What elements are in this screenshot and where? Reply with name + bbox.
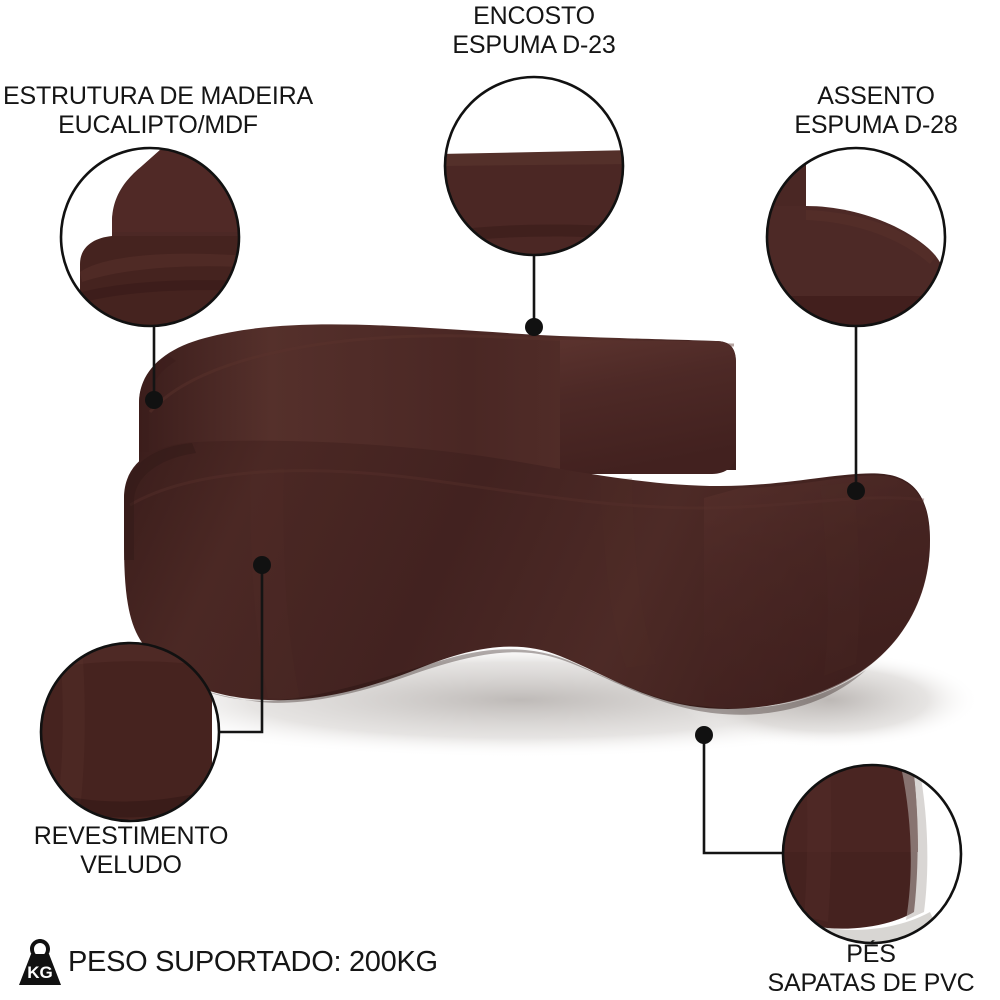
callout-label-pes: PÉS SAPATAS DE PVC [767, 940, 975, 997]
callout-label-estrutura: ESTRUTURA DE MADEIRA EUCALIPTO/MDF [3, 82, 313, 139]
callout-circle-assento [765, 146, 947, 328]
callout-circle-revestimento [39, 641, 221, 823]
callout-circle-estrutura [59, 146, 241, 328]
weight-capacity-text: PESO SUPORTADO: 200KG [68, 946, 438, 978]
callout-connectors [152, 256, 858, 855]
callout-label-revestimento: REVESTIMENTO VELUDO [33, 822, 229, 879]
sofa-right-back-panel [560, 340, 736, 474]
dot-pes [695, 726, 713, 744]
sofa-sheen-band-2 [600, 478, 656, 668]
sofa-backrest-left-edge [139, 355, 176, 452]
callout-dots [145, 318, 865, 744]
sofa-seat-left-edge [124, 443, 196, 560]
kg-weight-icon: KG [19, 939, 61, 985]
callout-circle-encosto [443, 75, 625, 257]
connector-revestimento [218, 565, 264, 734]
sofa-right-chaise [704, 475, 930, 707]
sofa-main-body [100, 324, 980, 758]
callout-circle-pes [781, 763, 963, 945]
connector-pes [702, 735, 784, 855]
kg-icon-text: KG [27, 963, 53, 982]
dot-revestimento [253, 556, 271, 574]
callout-label-assento: ASSENTO ESPUMA D-28 [794, 82, 958, 139]
dot-encosto [525, 318, 543, 336]
weight-capacity-row: KG PESO SUPORTADO: 200KG [14, 930, 438, 994]
sofa-sheen-band-3 [820, 482, 860, 676]
dot-estrutura [145, 391, 163, 409]
dot-assento [847, 482, 865, 500]
callout-label-encosto: ENCOSTO ESPUMA D-23 [452, 2, 616, 59]
